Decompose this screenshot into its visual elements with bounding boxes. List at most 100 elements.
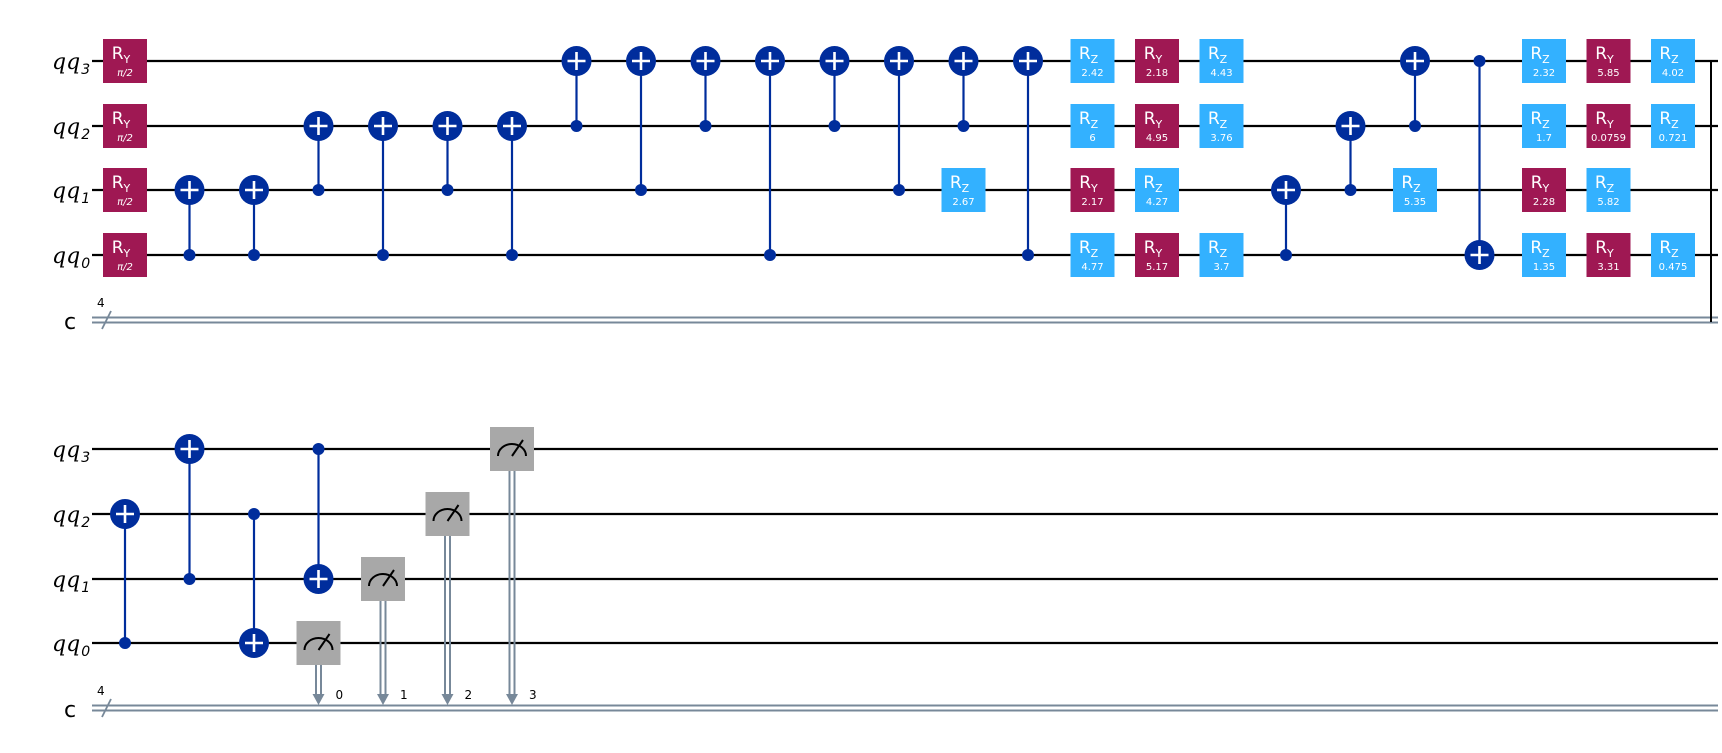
- gate-box: [1522, 39, 1566, 83]
- gate-axis: Z: [1091, 53, 1099, 66]
- gate-box: [103, 168, 147, 212]
- measure-gate: 3: [490, 427, 537, 705]
- gate-box: [1586, 39, 1631, 83]
- control-dot: [1344, 184, 1357, 196]
- qubit-index: 0: [81, 256, 90, 272]
- cnot-gate: [1464, 55, 1495, 270]
- gate-box: [1070, 233, 1115, 277]
- gate-box: [1393, 168, 1437, 212]
- gate-box: [1651, 104, 1695, 148]
- meter-needle-icon: [317, 633, 331, 651]
- measure-box: [425, 492, 470, 536]
- gate-axis: Z: [1607, 182, 1615, 195]
- gate-axis: Y: [123, 53, 131, 66]
- ry-gate: RY5.17: [1135, 233, 1179, 277]
- cnot-gate: [561, 46, 592, 132]
- cnot-gate: [819, 46, 850, 132]
- measure-arrow: [441, 694, 454, 705]
- measure-bit-index: 3: [529, 688, 537, 702]
- gate-axis: Y: [123, 182, 131, 195]
- qubit-label: qq3: [52, 438, 90, 466]
- rz-gate: RZ5.35: [1393, 168, 1437, 212]
- gate-box: [103, 104, 147, 148]
- cnot-gate: [755, 46, 785, 261]
- gate-parameter: 0.0759: [1591, 133, 1626, 144]
- gate-parameter: 5.35: [1404, 197, 1426, 208]
- cnot-gate: [1335, 111, 1366, 196]
- rz-gate: RZ0.475: [1651, 233, 1695, 277]
- rz-gate: RZ1.7: [1522, 104, 1566, 148]
- cnot-gate: [239, 175, 269, 261]
- control-dot: [957, 120, 970, 132]
- control-dot: [1473, 55, 1486, 67]
- gate-box: [941, 168, 986, 212]
- control-dot: [506, 249, 518, 261]
- classical-register-width: 4: [97, 684, 105, 698]
- rz-gate: RZ6: [1070, 104, 1115, 148]
- gate-axis: Z: [1413, 182, 1421, 195]
- gate-box: [1070, 39, 1115, 83]
- rz-gate: RZ1.35: [1522, 233, 1566, 277]
- measure-bit-index: 1: [400, 688, 408, 702]
- gate-axis: Y: [1155, 247, 1163, 260]
- qubit-label: qq0: [52, 632, 90, 660]
- gate-parameter: 3.76: [1210, 133, 1232, 144]
- qubit-label: qq2: [52, 115, 90, 143]
- cnot-gate: [174, 175, 205, 261]
- control-dot: [1409, 120, 1421, 132]
- gate-box: [1199, 104, 1244, 148]
- gate-axis: Z: [1671, 53, 1679, 66]
- classical-register-width: 4: [97, 296, 105, 310]
- control-dot: [699, 120, 712, 132]
- rz-gate: RZ2.32: [1522, 39, 1566, 83]
- rz-gate: RZ4.77: [1070, 233, 1115, 277]
- gate-axis: Y: [1542, 182, 1550, 195]
- cnot-gate: [174, 434, 205, 585]
- gate-axis: Z: [1220, 247, 1228, 260]
- rz-gate: RZ4.43: [1199, 39, 1244, 83]
- qubit-label: qq3: [52, 50, 90, 78]
- rz-gate: RZ2.67: [941, 168, 986, 212]
- control-dot: [248, 508, 260, 520]
- gate-box: [1586, 233, 1631, 277]
- bus-slash-marker: [101, 310, 112, 330]
- meter-needle-icon: [511, 439, 524, 457]
- control-dot: [441, 184, 454, 196]
- control-dot: [1280, 249, 1292, 261]
- measure-bit-index: 0: [336, 688, 344, 702]
- control-dot: [183, 249, 196, 261]
- qubit-index: 2: [81, 515, 90, 531]
- cnot-gate: [1271, 175, 1301, 261]
- cnot-gate: [110, 499, 140, 649]
- gate-axis: Z: [1671, 247, 1679, 260]
- gate-box: [1199, 39, 1244, 83]
- control-dot: [248, 249, 260, 261]
- gate-parameter: 2.32: [1533, 68, 1555, 79]
- meter-arc-icon: [368, 573, 398, 587]
- control-dot: [635, 184, 647, 196]
- control-dot: [377, 249, 389, 261]
- qubit-index: 3: [81, 450, 90, 466]
- rz-gate: RZ2.42: [1070, 39, 1115, 83]
- qubit-label: qq0: [52, 244, 90, 272]
- gate-parameter: 2.18: [1146, 68, 1168, 79]
- measure-gate: 1: [361, 557, 408, 705]
- classical-register-label: c: [64, 698, 76, 723]
- meter-needle-icon: [382, 569, 395, 587]
- measure-gate: 0: [296, 621, 344, 705]
- gate-parameter: 2.28: [1533, 197, 1555, 208]
- rz-gate: RZ5.82: [1586, 168, 1631, 212]
- gate-axis: Z: [1220, 53, 1228, 66]
- gate-axis: Y: [1155, 53, 1163, 66]
- gate-parameter: 2.17: [1081, 197, 1103, 208]
- gate-box: [1135, 168, 1179, 212]
- control-dot: [183, 573, 196, 585]
- gate-box: [1135, 39, 1179, 83]
- gate-parameter: 4.77: [1081, 262, 1103, 273]
- gate-axis: Y: [1606, 247, 1614, 260]
- gate-axis: Y: [1155, 118, 1163, 131]
- bus-slash-marker: [101, 698, 112, 718]
- gate-parameter: 2.42: [1081, 68, 1103, 79]
- measure-gate: 2: [425, 492, 472, 705]
